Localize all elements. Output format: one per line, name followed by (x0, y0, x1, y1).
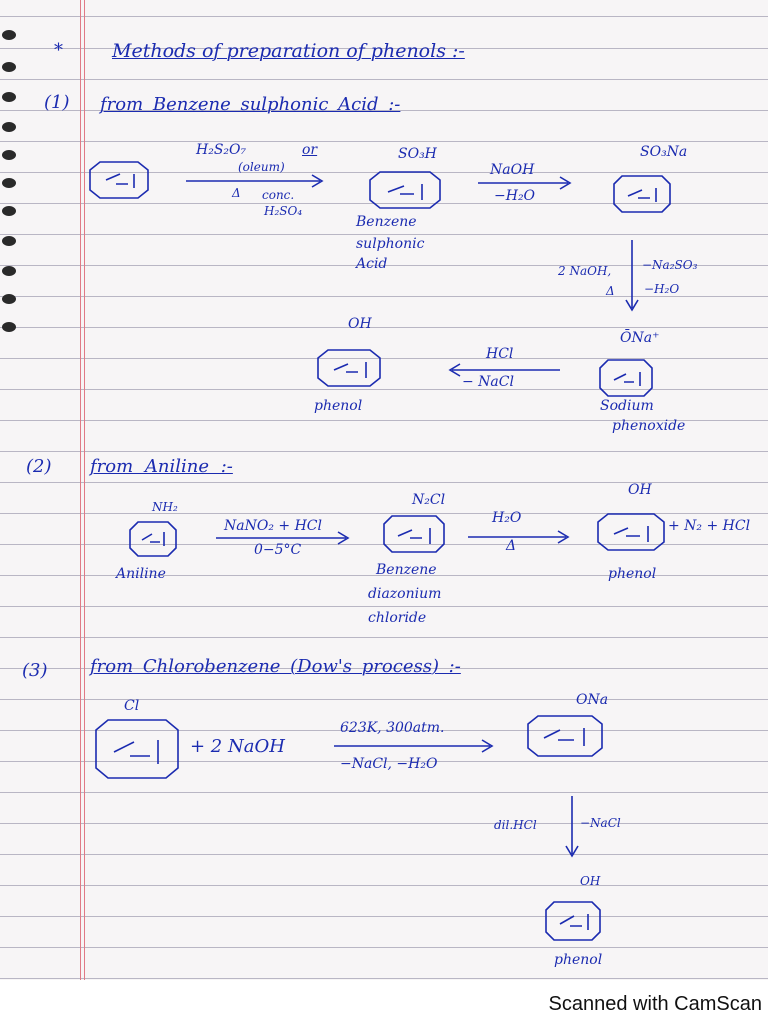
compound-name: phenol (608, 566, 657, 582)
reagent-label: conc. (262, 188, 295, 202)
reagent-label: −H₂O (494, 188, 536, 204)
reagent-label: (oleum) (238, 160, 285, 174)
compound-name: phenoxide (612, 418, 686, 434)
byproduct-label: + N₂ + HCl (668, 518, 751, 534)
punch-hole (2, 178, 16, 188)
reaction-arrow (468, 530, 570, 544)
margin-line (80, 0, 81, 1004)
compound-name: Acid (356, 256, 388, 272)
reagent-label: 2 NaOH, (558, 264, 612, 278)
compound-name: Aniline (116, 566, 166, 582)
method-title: from Benzene sulphonic Acid :- (100, 94, 401, 115)
substituent-label: SO₃H (398, 146, 437, 162)
reagent-label: dil.HCl (494, 818, 537, 832)
substituent-label: OH (348, 316, 372, 332)
compound-name: chloride (368, 610, 427, 626)
reaction-arrow (334, 739, 494, 753)
substituent-label: NH₂ (152, 500, 178, 514)
reaction-arrow (448, 363, 560, 377)
reagent-label: H₂O (492, 510, 522, 526)
punch-hole (2, 236, 16, 246)
footer-band (0, 980, 768, 1024)
compound-name: sulphonic (356, 236, 425, 252)
substituent-label: Cl (124, 698, 140, 714)
benzene-ring (317, 349, 381, 387)
reagent-label: Δ (506, 538, 517, 554)
reagent-label: Δ (232, 186, 241, 200)
reagent-label: Δ (606, 284, 615, 298)
punch-hole (2, 294, 16, 304)
benzene-ring (129, 521, 177, 557)
benzene-ring (599, 359, 653, 397)
reagent-label: HCl (486, 346, 514, 362)
punch-hole (2, 206, 16, 216)
heading-marker: * (54, 40, 63, 61)
compound-name: phenol (554, 952, 603, 968)
reagent-label: − NaCl (462, 374, 514, 390)
substituent-label: OH (628, 482, 652, 498)
page-title: Methods of preparation of phenols :- (112, 40, 465, 62)
compound-name: Benzene (376, 562, 437, 578)
reagent-label: −NaCl, −H₂O (340, 756, 438, 772)
reaction-arrow (625, 240, 639, 312)
margin-line (84, 0, 85, 1004)
compound-name: diazonium (368, 586, 442, 602)
reaction-arrow (565, 796, 579, 858)
punch-hole (2, 62, 16, 72)
reaction-arrow (216, 531, 350, 545)
punch-hole (2, 150, 16, 160)
reagent-label: H₂S₂O₇ (196, 142, 247, 158)
substituent-label: ŌNa⁺ (620, 330, 660, 346)
method-number: (3) (22, 660, 48, 681)
compound-name: phenol (314, 398, 363, 414)
benzene-ring (545, 901, 601, 941)
benzene-ring (597, 513, 665, 551)
scanner-watermark: Scanned with CamScan (548, 993, 762, 1015)
reagent-label: −H₂O (644, 282, 680, 296)
substituent-label: N₂Cl (412, 492, 446, 508)
method-number: (1) (44, 92, 70, 113)
reagent-label: or (302, 142, 318, 158)
substituent-label: ONa (576, 692, 609, 708)
benzene-ring (95, 719, 179, 779)
punch-hole (2, 92, 16, 102)
punch-hole (2, 266, 16, 276)
reagent-label: −Na₂SO₃ (642, 258, 698, 272)
compound-name: Benzene (356, 214, 417, 230)
compound-name: Sodium (600, 398, 654, 414)
reagent-label: NaNO₂ + HCl (224, 518, 322, 534)
substituent-label: SO₃Na (640, 144, 688, 160)
benzene-ring (369, 171, 441, 209)
punch-hole (2, 30, 16, 40)
method-number: (2) (26, 456, 52, 477)
method-title: from Chlorobenzene (Dow's process) :- (90, 656, 461, 677)
reagent-label: 623K, 300atm. (340, 720, 445, 736)
reaction-arrow (186, 174, 324, 188)
substituent-label: OH (580, 874, 601, 888)
benzene-ring (613, 175, 671, 213)
benzene-ring (89, 161, 149, 199)
punch-hole (2, 322, 16, 332)
benzene-ring (527, 715, 603, 757)
reagent-label: −NaCl (580, 816, 621, 830)
method-title: from Aniline :- (90, 456, 233, 477)
reagent-label: NaOH (490, 162, 535, 178)
punch-hole (2, 122, 16, 132)
reaction-arrow (478, 176, 572, 190)
reagent-label: + 2 NaOH (190, 736, 285, 757)
reagent-label: 0−5°C (254, 542, 302, 558)
benzene-ring (383, 515, 445, 553)
reagent-label: H₂SO₄ (264, 204, 303, 218)
